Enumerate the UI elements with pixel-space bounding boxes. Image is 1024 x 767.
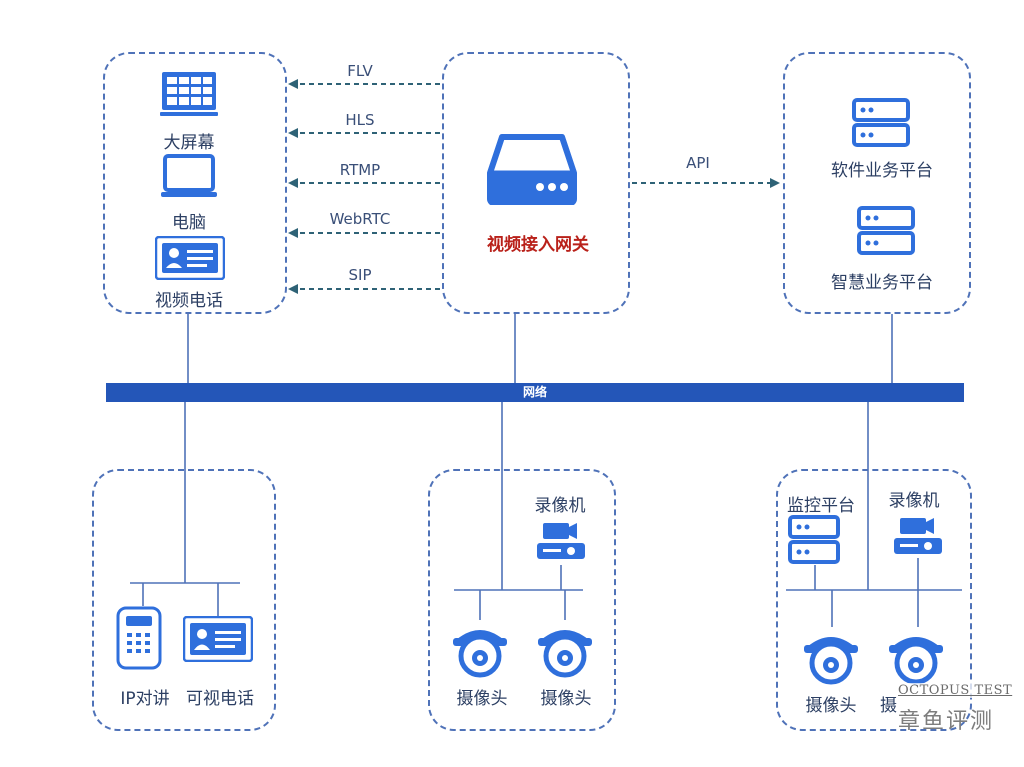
camera-icon-right-2 <box>889 637 943 685</box>
protocol-sip-label: SIP <box>348 266 372 284</box>
gateway-group <box>442 52 630 314</box>
intercom-group <box>92 469 276 731</box>
smart-platform-label: 智慧业务平台 <box>831 273 933 293</box>
monitor-platform-label: 监控平台 <box>787 496 855 516</box>
smart-platform-server-icon <box>857 206 915 255</box>
camera-icon-right-1 <box>804 637 858 685</box>
network-label: 网络 <box>522 385 547 399</box>
software-platform-label: 软件业务平台 <box>831 161 933 181</box>
monitor-platform-server-icon <box>788 515 840 564</box>
recorder-label-mid: 录像机 <box>534 496 586 516</box>
protocol-flv-label: FLV <box>347 62 373 80</box>
recorder-icon-right <box>894 518 942 554</box>
video-phone-bottom-icon <box>183 616 253 662</box>
protocol-webrtc-label: WebRTC <box>329 210 391 228</box>
ip-intercom-icon <box>116 606 162 670</box>
camera-label-right-2: 摄 <box>880 696 897 716</box>
software-platform-server-icon <box>852 98 910 147</box>
camera-label-mid-1: 摄像头 <box>456 689 508 709</box>
video-phone-label: 视频电话 <box>155 291 223 311</box>
watermark-text-en: OCTOPUS TEST <box>898 683 1013 698</box>
bottom-video-phone-label: 可视电话 <box>186 689 254 709</box>
network-bus: 网络 <box>106 383 964 402</box>
big-screen-icon <box>160 72 218 116</box>
camera-icon-mid-2 <box>538 630 592 678</box>
computer-label: 电脑 <box>172 213 206 233</box>
gateway-device-icon <box>487 134 577 205</box>
video-phone-icon <box>155 236 225 280</box>
recorder-label-right: 录像机 <box>888 491 940 511</box>
camera-label-right-1: 摄像头 <box>805 696 857 716</box>
ip-intercom-label: IP对讲 <box>120 689 170 709</box>
recorder-icon-mid <box>537 523 585 559</box>
protocol-hls-label: HLS <box>345 111 375 129</box>
protocol-rtmp-label: RTMP <box>339 161 381 179</box>
watermark-text-cn: 章鱼评测 <box>898 709 995 734</box>
clients-group <box>103 52 287 314</box>
platforms-group <box>783 52 971 314</box>
camera-icon-mid-1 <box>453 630 507 678</box>
computer-icon <box>161 154 217 197</box>
gateway-title: 视频接入网关 <box>487 235 589 255</box>
camera-label-mid-2: 摄像头 <box>540 689 592 709</box>
big-screen-label: 大屏幕 <box>163 133 215 153</box>
api-label: API <box>686 154 710 172</box>
recording-group <box>428 469 616 731</box>
monitoring-group <box>776 469 972 731</box>
